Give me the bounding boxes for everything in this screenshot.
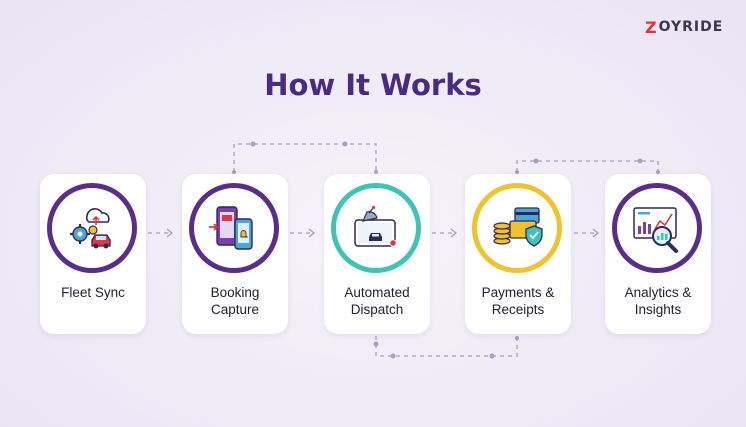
top-bracket-1	[233, 143, 377, 172]
step-label-line2: Dispatch	[350, 302, 404, 317]
icon-ring	[47, 183, 137, 273]
step-label-line1: Analytics &	[624, 285, 692, 300]
step-label-line1: Booking	[210, 285, 260, 300]
bottom-bracket	[375, 336, 518, 357]
booking-capture-icon	[209, 206, 253, 250]
payments-receipts-icon	[493, 207, 543, 247]
brand-logo: Z OYRIDE	[645, 17, 723, 37]
step-label: Analytics & Insights	[605, 284, 711, 318]
automated-dispatch-icon	[354, 205, 397, 247]
step-card-automated-dispatch: Automated Dispatch	[324, 174, 430, 334]
step-label: Fleet Sync	[40, 284, 146, 301]
step-card-analytics-insights: Analytics & Insights	[605, 174, 711, 334]
icon-ring	[612, 183, 702, 273]
page-title: How It Works	[264, 68, 482, 102]
step-card-payments-receipts: Payments & Receipts	[465, 174, 571, 334]
step-label-line2: Insights	[634, 302, 682, 317]
icon-ring	[331, 183, 421, 273]
step-label-line2: Capture	[210, 302, 260, 317]
icon-ring	[472, 183, 562, 273]
logo-z: Z	[645, 17, 658, 37]
step-label-line1: Payments &	[481, 285, 555, 300]
icon-ring	[189, 183, 279, 273]
step-label-line2: Receipts	[491, 302, 545, 317]
step-card-booking-capture: Booking Capture	[182, 174, 288, 334]
logo-text: OYRIDE	[658, 19, 724, 35]
step-label: Booking Capture	[182, 284, 288, 318]
step-card-fleet-sync: Fleet Sync	[40, 174, 146, 334]
analytics-insights-icon	[633, 207, 678, 253]
step-label: Automated Dispatch	[324, 284, 430, 318]
step-label: Payments & Receipts	[465, 284, 571, 318]
step-label-line1: Automated	[344, 285, 410, 300]
step-label-line1: Fleet Sync	[61, 285, 125, 300]
fleet-sync-icon	[70, 208, 111, 249]
top-bracket-2	[516, 160, 659, 172]
